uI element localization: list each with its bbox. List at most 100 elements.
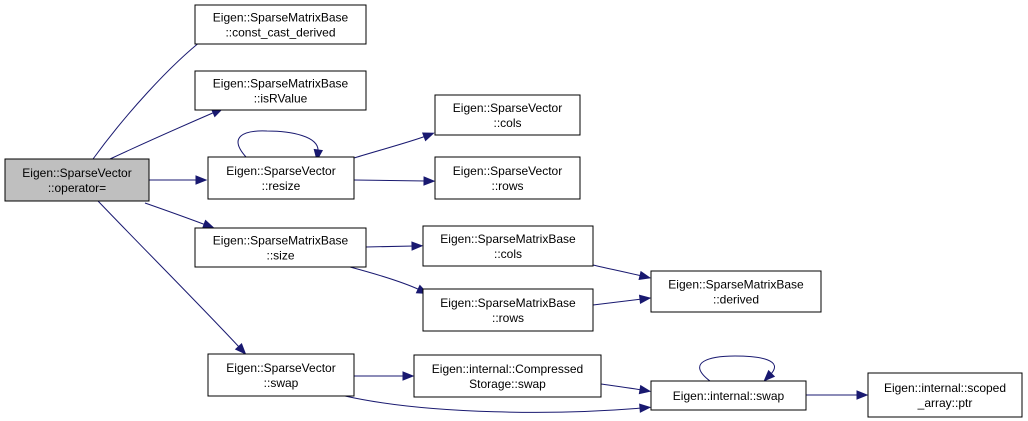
node-label-line: Eigen::SparseMatrixBase (668, 278, 804, 292)
edge-cs_swap-to-internal_swap (600, 383, 652, 395)
node-box (434, 156, 581, 200)
node-label-line: Eigen::internal::scoped (884, 381, 1006, 395)
edge-line (365, 245, 415, 248)
edge-line (353, 179, 427, 182)
edge-operator_assign-to-resize (149, 175, 208, 185)
node-isRValue[interactable]: Eigen::SparseMatrixBase::isRValue (194, 70, 367, 111)
edge-line (92, 37, 206, 160)
node-label-line: Eigen::SparseVector (453, 164, 562, 178)
node-label-line: Eigen::SparseVector (22, 166, 131, 180)
edge-line (600, 383, 643, 391)
edge-arrowhead (763, 369, 776, 382)
node-label-line: ::swap (264, 376, 299, 390)
node-const-cast-derived[interactable]: Eigen::SparseMatrixBase::const_cast_deri… (194, 4, 367, 45)
edges-layer (92, 32, 869, 413)
node-box (207, 156, 355, 200)
edge-line (353, 135, 427, 159)
node-label-line: ::rows (492, 311, 524, 325)
edge-arrowhead (195, 175, 208, 185)
node-box (413, 354, 602, 398)
node-label-line: Eigen::SparseVector (453, 101, 562, 115)
node-smb-derived[interactable]: Eigen::SparseMatrixBase::derived (650, 270, 822, 313)
node-sv-cols[interactable]: Eigen::SparseVector::cols (434, 94, 581, 136)
node-internal-swap[interactable]: Eigen::internal::swap (650, 380, 807, 411)
node-label-line: ::derived (713, 293, 759, 307)
edge-smb_size-to-smb_rows (349, 266, 429, 294)
node-resize[interactable]: Eigen::SparseVector::resize (207, 156, 355, 200)
edge-line (237, 130, 319, 158)
node-label-line: Eigen::SparseMatrixBase (213, 234, 349, 248)
edge-internal_swap-to-scoped_ptr (806, 390, 869, 400)
edge-arrowhead (639, 403, 652, 413)
edge-operator_assign-to-sv_swap (97, 200, 247, 355)
edge-operator_assign-to-smb_size (144, 202, 215, 229)
node-label-line: ::const_cast_derived (225, 26, 335, 40)
node-box (867, 372, 1023, 418)
edge-internal_swap-to-internal_swap (699, 355, 776, 382)
edge-arrowhead (638, 270, 652, 281)
nodes-layer: Eigen::SparseVector::operator=Eigen::Spa… (4, 4, 1023, 418)
node-label-line: ::rows (491, 179, 523, 193)
node-box (434, 94, 581, 136)
edge-arrowhead (234, 342, 247, 355)
node-box (650, 270, 822, 313)
node-label-line: ::operator= (48, 181, 106, 195)
node-box (207, 353, 355, 397)
node-box (422, 225, 594, 267)
edge-arrowhead (411, 241, 424, 251)
node-label-line: ::cols (493, 116, 521, 130)
node-operator-assign[interactable]: Eigen::SparseVector::operator= (4, 158, 150, 202)
node-box (194, 70, 367, 111)
node-label-line: Eigen::SparseMatrixBase (213, 77, 349, 91)
node-label-line: _array::ptr (917, 396, 973, 410)
node-box (194, 227, 367, 268)
node-scoped-ptr[interactable]: Eigen::internal::scoped_array::ptr (867, 372, 1023, 418)
node-label-line: ::size (266, 249, 294, 263)
edge-line (592, 298, 643, 306)
edge-arrowhead (402, 371, 415, 381)
node-sv-rows[interactable]: Eigen::SparseVector::rows (434, 156, 581, 200)
node-box (422, 288, 594, 332)
node-label-line: ::isRValue (254, 92, 308, 106)
edge-resize-to-resize (237, 130, 324, 162)
node-label-line: Eigen::internal::swap (673, 389, 785, 403)
node-label-line: Eigen::SparseVector (226, 164, 335, 178)
node-sv-swap[interactable]: Eigen::SparseVector::swap (207, 353, 355, 397)
node-box (650, 380, 807, 411)
node-box (4, 158, 150, 202)
node-label-line: Eigen::SparseVector (226, 361, 335, 375)
node-label-line: Eigen::internal::Compressed (432, 362, 583, 376)
edge-line (592, 264, 643, 277)
node-box (194, 4, 367, 45)
node-label-line: Eigen::SparseMatrixBase (440, 232, 576, 246)
edge-smb_cols-to-smb_derived (592, 264, 652, 281)
edge-arrowhead (421, 132, 435, 142)
edge-resize-to-sv_cols (353, 132, 435, 159)
edge-arrowhead (638, 384, 652, 395)
edge-line (97, 200, 241, 349)
edge-line (349, 266, 421, 291)
edge-line (344, 395, 643, 413)
edge-arrowhead (423, 176, 436, 186)
node-smb-cols[interactable]: Eigen::SparseMatrixBase::cols (422, 225, 594, 267)
node-label-line: Eigen::SparseMatrixBase (440, 296, 576, 310)
edge-arrowhead (201, 219, 215, 229)
edge-sv_swap-to-internal_swap (344, 395, 652, 413)
node-label-line: Eigen::SparseMatrixBase (213, 11, 349, 25)
edge-arrowhead (313, 148, 324, 162)
edge-line (699, 355, 776, 382)
edge-arrowhead (638, 294, 652, 304)
edge-smb_size-to-smb_cols (365, 241, 424, 251)
edge-resize-to-sv_rows (353, 176, 436, 186)
node-label-line: Storage::swap (469, 377, 546, 391)
edge-line (144, 202, 207, 226)
edge-smb_rows-to-smb_derived (592, 294, 652, 306)
node-smb-size[interactable]: Eigen::SparseMatrixBase::size (194, 227, 367, 268)
node-label-line: ::resize (262, 179, 301, 193)
node-smb-rows[interactable]: Eigen::SparseMatrixBase::rows (422, 288, 594, 332)
edge-line (109, 111, 216, 160)
edge-arrowhead (856, 390, 869, 400)
edge-sv_swap-to-cs_swap (354, 371, 415, 381)
